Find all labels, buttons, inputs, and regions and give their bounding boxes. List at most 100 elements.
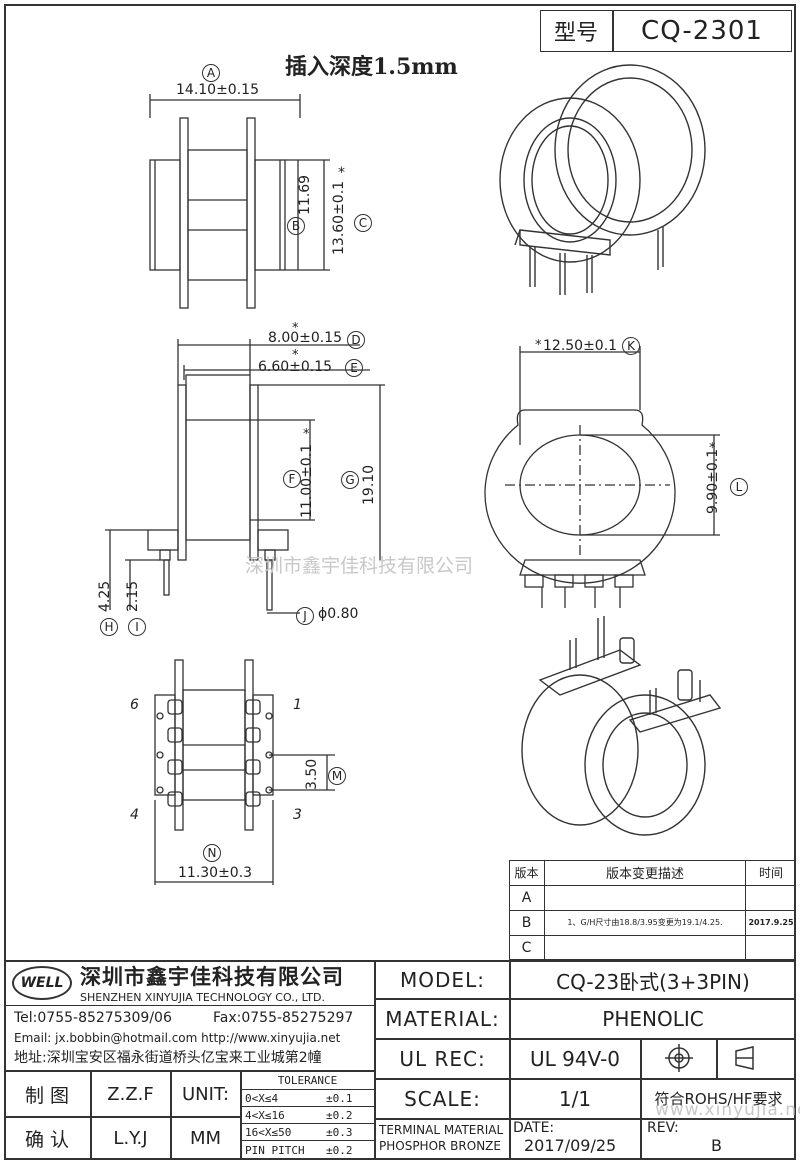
header-model-label: 型号 [553, 21, 598, 46]
dim-D-letter: D [347, 331, 365, 349]
side-view [105, 339, 385, 614]
tol-line-2 [241, 1123, 374, 1124]
dim-B-letter: B [287, 217, 305, 235]
dim-G-letter: G [341, 471, 359, 489]
pin-label-4: 4 [130, 807, 139, 823]
rev-header-desc: 版本变更描述 [605, 867, 684, 882]
tol-line-3 [241, 1140, 374, 1141]
grid-line-v3 [240, 1070, 242, 1160]
projection-symbol-icon [665, 1044, 754, 1072]
title-block-divider [374, 960, 376, 1160]
dim-C-letter: C [354, 214, 372, 232]
company-logo-text: WELL [20, 975, 64, 991]
dim-L-value: 9.90±0.1 [705, 448, 721, 514]
draw-label: 制 图 [24, 1084, 70, 1107]
grid-line-h1 [4, 1070, 374, 1072]
model-value: CQ-23卧式(3+3PIN) [556, 969, 750, 994]
dim-K-star: * [535, 338, 542, 353]
dim-M-value: 3.50 [304, 758, 320, 790]
grid-line-h2 [4, 1116, 240, 1118]
sheet-border [4, 4, 796, 1160]
draw-value: Z.Z.F [107, 1083, 154, 1105]
unit-label: UNIT: [181, 1083, 230, 1105]
header-model-box [540, 10, 792, 52]
bottom-view [154, 659, 335, 885]
date-value: 2017/09/25 [524, 1136, 617, 1155]
material-value: PHENOLIC [602, 1006, 704, 1031]
date-label: DATE: [513, 1120, 555, 1136]
tol-value-0: ±0.1 [326, 1092, 353, 1105]
isometric-view-1 [499, 64, 706, 295]
grid-line-v2 [170, 1070, 172, 1160]
dim-D-value: 8.00±0.15 [268, 330, 343, 346]
dim-G-value: 19.10 [361, 464, 377, 505]
pin-label-6: 6 [130, 697, 139, 713]
rev-value: B [711, 1136, 722, 1155]
company-name-cn: 深圳市鑫宇佳科技有限公司 [80, 965, 344, 989]
rev-row-b-time: 2017.9.25 [748, 918, 794, 927]
pin-label-3: 3 [293, 807, 302, 823]
rev-row-line-3 [509, 935, 796, 936]
dim-C-value: 13.60±0.1 [331, 180, 347, 255]
grid-line-v1 [90, 1070, 92, 1160]
check-label: 确 认 [24, 1129, 70, 1151]
dim-N-value: 11.30±0.3 [178, 865, 253, 881]
insertion-depth-note: 插入深度1.5mm [285, 54, 458, 80]
rev-header-time: 时间 [758, 866, 783, 880]
company-line [4, 1005, 374, 1006]
watermark-center: 深圳市鑫宇佳科技有限公司 [245, 555, 474, 577]
check-value: L.Y.J [113, 1128, 148, 1149]
dim-A-letter: A [202, 64, 220, 82]
ulrec-label: UL REC: [399, 1046, 486, 1071]
material-label: MATERIAL: [385, 1006, 500, 1031]
tb-col-line-1 [509, 960, 511, 1160]
pin-label-1: 1 [293, 697, 302, 713]
terminal-material-2: PHOSPHOR BRONZE [379, 1139, 501, 1153]
dim-H-letter: H [100, 618, 118, 636]
dim-I-value: 2.15 [125, 580, 141, 612]
tb-col-line-2 [640, 1038, 642, 1160]
dim-H-value: 4.25 [97, 580, 113, 612]
rev-row-line-1 [509, 885, 796, 886]
scale-label: SCALE: [404, 1086, 481, 1111]
dim-F-star: * [303, 427, 310, 442]
tol-range-2: 16<X≤50 [245, 1126, 292, 1139]
company-email: Email: jx.bobbin@hotmail.com http://www.… [14, 1031, 341, 1045]
dim-K-value: 12.50±0.1 [543, 338, 618, 354]
company-logo: WELL [12, 966, 72, 1000]
tb-row-line-2 [376, 1038, 796, 1040]
ulrec-value: UL 94V-0 [529, 1046, 621, 1071]
rev-label: REV: [647, 1120, 679, 1136]
model-label: MODEL: [400, 968, 485, 992]
dim-F-letter: F [283, 470, 301, 488]
rohs-note: 符合ROHS/HF要求 [654, 1090, 783, 1108]
watermark-bottom: www.xinyujia.net [655, 1100, 800, 1120]
dim-F-value: 11.00±0.1 [299, 443, 315, 518]
tb-row-line-1 [376, 998, 796, 1000]
company-name-en: SHENZHEN XINYUJIA TECHNOLOGY CO., LTD. [80, 991, 325, 1004]
tb-col-line-3 [716, 1038, 718, 1078]
dim-I-letter: I [128, 618, 146, 636]
rev-row-b-desc: 1、G/H尺寸由18.8/3.95变更为19.1/4.25. [567, 918, 723, 927]
dim-E-letter: E [345, 359, 363, 377]
tol-range-3: PIN PITCH [245, 1144, 305, 1157]
rev-row-c-version: C [521, 939, 532, 956]
dim-N-letter: N [203, 844, 221, 862]
front-view [149, 94, 330, 309]
dim-D-star: * [292, 321, 299, 336]
tol-value-3: ±0.2 [326, 1144, 353, 1157]
tol-range-0: 0<X≤4 [245, 1092, 279, 1105]
tol-range-1: 4<X≤16 [245, 1109, 285, 1122]
tb-row-line-3 [376, 1078, 796, 1080]
company-fax: Fax:0755-85275297 [213, 1010, 354, 1026]
header-model-value: CQ-2301 [641, 16, 763, 46]
rev-row-a-version: A [521, 889, 532, 906]
tolerance-title: TOLERANCE [277, 1074, 338, 1087]
tol-line-0 [241, 1089, 374, 1090]
rev-header-version: 版本 [514, 866, 539, 880]
company-address: 地址:深圳宝安区福永街道桥头亿宝来工业城第2幢 [14, 1050, 322, 1066]
rev-row-line-2 [509, 910, 796, 911]
end-view [484, 346, 720, 608]
dim-C-star: * [338, 165, 345, 181]
